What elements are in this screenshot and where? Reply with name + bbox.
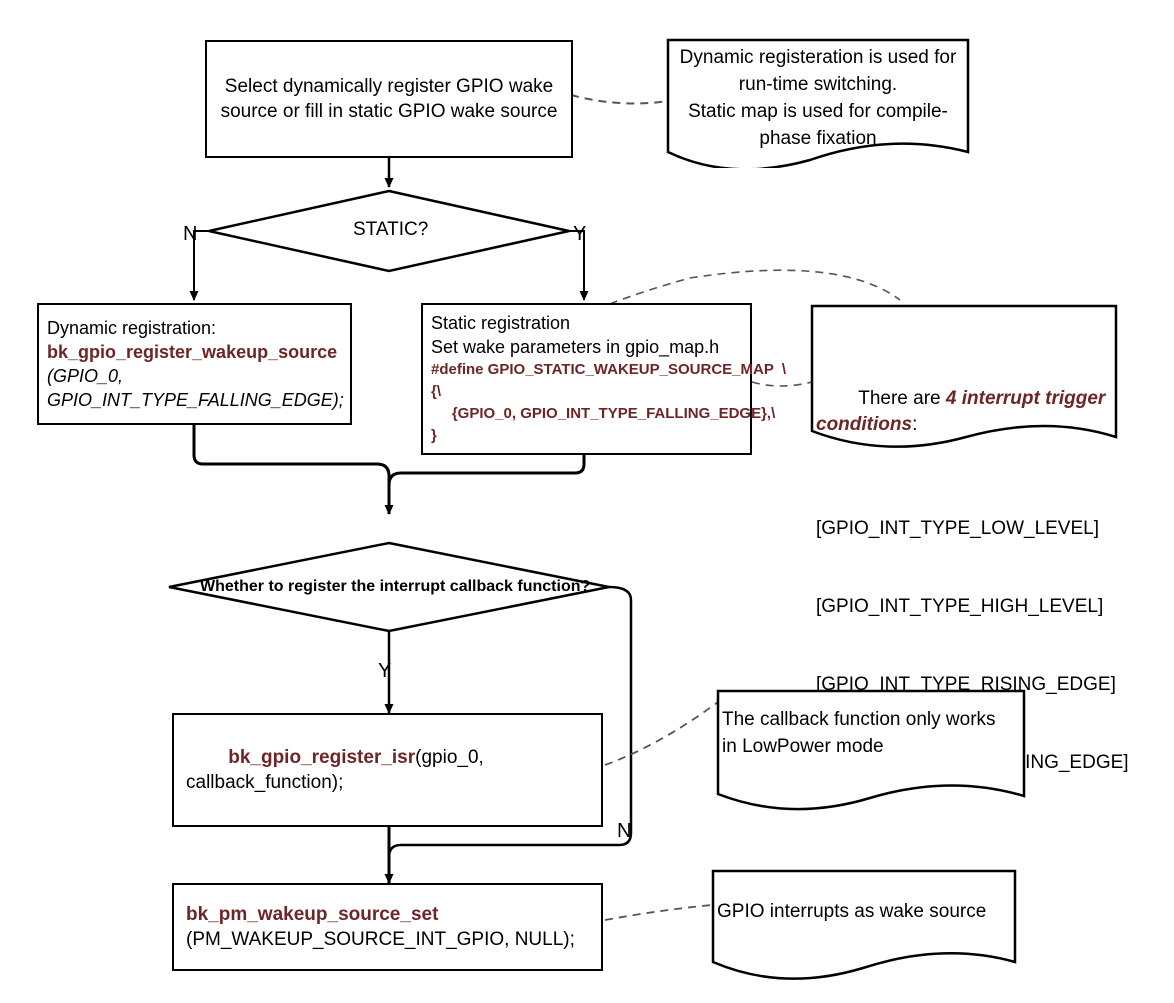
static-line1: Static registration (431, 313, 571, 333)
note-dynamic-static: Dynamic registeration is used for run-ti… (660, 36, 972, 168)
dashed-start-to-note (570, 94, 669, 105)
trigger-conditions-headline: There are 4 interrupt trigger conditions… (816, 360, 1112, 464)
static-line2: Set wake parameters in gpio_map.h (431, 337, 720, 357)
trigger-emphasis: 4 interrupt trigger conditions (816, 388, 1111, 435)
register-isr-line: bk_gpio_register_isr(gpio_0, callback_fu… (186, 720, 589, 820)
dynamic-line1: Dynamic registration: (47, 318, 217, 338)
trigger-prefix: There are (858, 388, 946, 409)
note-dynamic-static-text: Dynamic registeration is used for run-ti… (679, 47, 957, 149)
static-branch-yes-label: Y (573, 223, 587, 245)
callback-branch-no-label: N (617, 820, 632, 842)
note-callback-lowpower: The callback function only works in LowP… (710, 688, 1028, 818)
callback-decision-label: Whether to register the interrupt callba… (200, 578, 591, 595)
node-static-registration[interactable]: Static registration Set wake parameters … (421, 303, 787, 455)
note-callback-lowpower-text: The callback function only works in LowP… (722, 709, 1001, 757)
dashed-isr-to-note (604, 701, 719, 766)
node-select-registration-mode[interactable]: Select dynamically register GPIO wake so… (205, 40, 573, 158)
register-isr-function-name: bk_gpio_register_isr (228, 747, 416, 768)
note-trigger-conditions: There are 4 interrupt trigger conditions… (806, 303, 1129, 773)
trigger-suffix: : (912, 414, 918, 435)
dashed-wakeup-to-note (604, 904, 713, 921)
dashed-staticbox-to-trigger (751, 381, 813, 387)
dynamic-args-line1: (GPIO_0, (47, 366, 124, 386)
dynamic-function-name: bk_gpio_register_wakeup_source (47, 342, 338, 362)
note-gpio-wake: GPIO interrupts as wake source (705, 868, 1021, 984)
edge-static-merge (387, 455, 586, 514)
node-register-isr[interactable]: bk_gpio_register_isr(gpio_0, callback_fu… (172, 713, 603, 827)
trigger-item-0: [GPIO_INT_TYPE_LOW_LEVEL] (816, 518, 1099, 539)
note-gpio-wake-text: GPIO interrupts as wake source (717, 901, 987, 922)
wakeup-source-set-function-name: bk_pm_wakeup_source_set (186, 904, 439, 925)
node-dynamic-registration[interactable]: Dynamic registration: bk_gpio_register_w… (37, 303, 352, 425)
static-branch-no-label: N (183, 223, 198, 245)
wakeup-source-set-args: (PM_WAKEUP_SOURCE_INT_GPIO, NULL); (186, 929, 575, 950)
callback-branch-yes-label: Y (378, 660, 392, 682)
trigger-item-1: [GPIO_INT_TYPE_HIGH_LEVEL] (816, 596, 1104, 617)
static-code-block: #define GPIO_STATIC_WAKEUP_SOURCE_MAP \ … (431, 361, 787, 444)
register-isr-args: (gpio_0, callback_function); (186, 747, 490, 793)
static-decision-label: STATIC? (353, 219, 429, 240)
dynamic-args-line2: GPIO_INT_TYPE_FALLING_EDGE); (47, 390, 344, 410)
node-start-text: Select dynamically register GPIO wake so… (220, 76, 559, 122)
node-wakeup-source-set[interactable]: bk_pm_wakeup_source_set (PM_WAKEUP_SOURC… (172, 883, 603, 971)
edge-dynamic-merge (192, 425, 394, 515)
